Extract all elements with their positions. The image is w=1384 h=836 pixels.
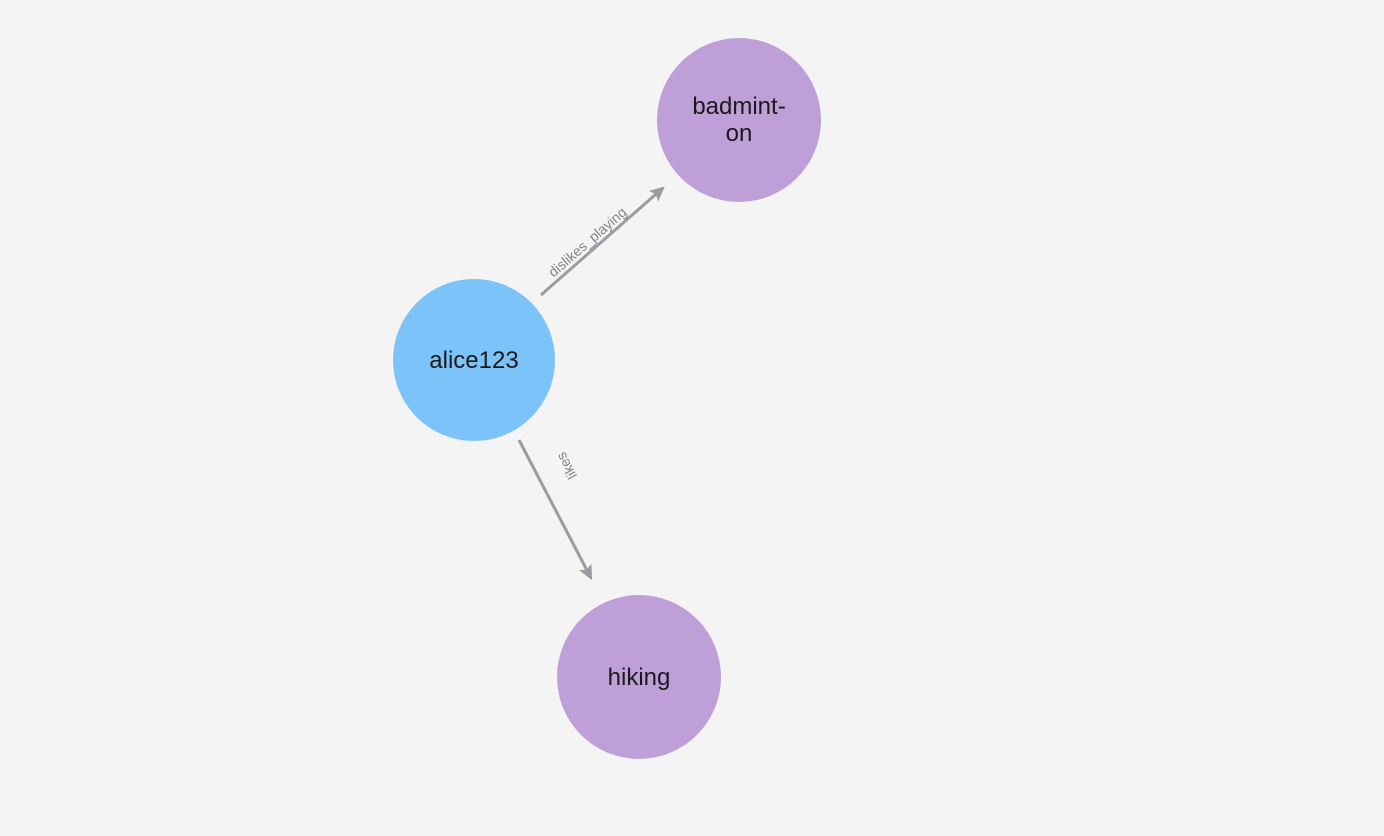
node-badminton[interactable]: badmint- on bbox=[657, 38, 821, 202]
node-label-alice123: alice123 bbox=[429, 346, 519, 374]
node-label-badminton: badmint- on bbox=[692, 93, 786, 147]
edge-alice123-badminton[interactable] bbox=[540, 186, 665, 297]
edge-alice123-hiking[interactable] bbox=[517, 439, 593, 581]
node-hiking[interactable]: hiking bbox=[557, 595, 721, 759]
node-alice123[interactable]: alice123 bbox=[393, 279, 555, 441]
node-label-hiking: hiking bbox=[607, 663, 671, 691]
